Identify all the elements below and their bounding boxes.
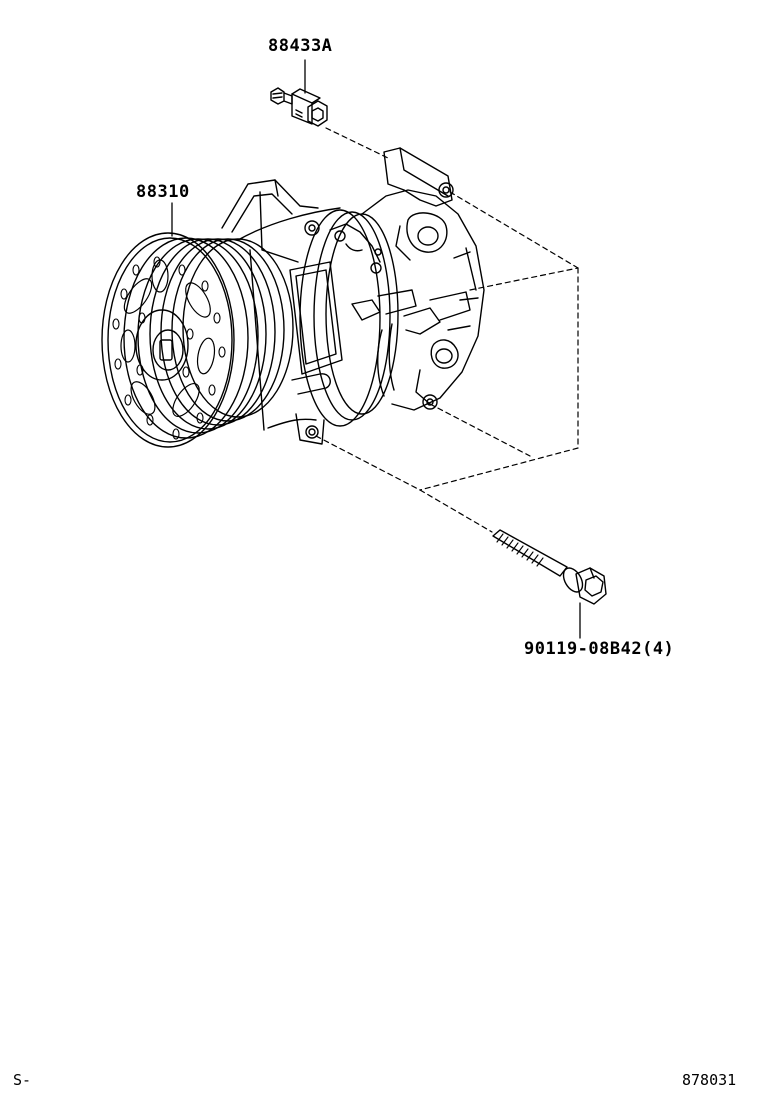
compressor-part (102, 148, 484, 447)
footer-left-code: S- (13, 1071, 32, 1089)
part-label-pressure-switch[interactable]: 88433A (268, 36, 333, 56)
bolt-part (493, 530, 606, 604)
leader-lines (172, 60, 580, 638)
part-label-compressor[interactable]: 88310 (136, 182, 190, 202)
assembly-dashed-lines (316, 128, 578, 532)
pressure-switch-part (271, 88, 327, 126)
part-label-bolt[interactable]: 90119-08B42(4) (524, 639, 675, 659)
illustration-number: 878031 (682, 1071, 737, 1089)
